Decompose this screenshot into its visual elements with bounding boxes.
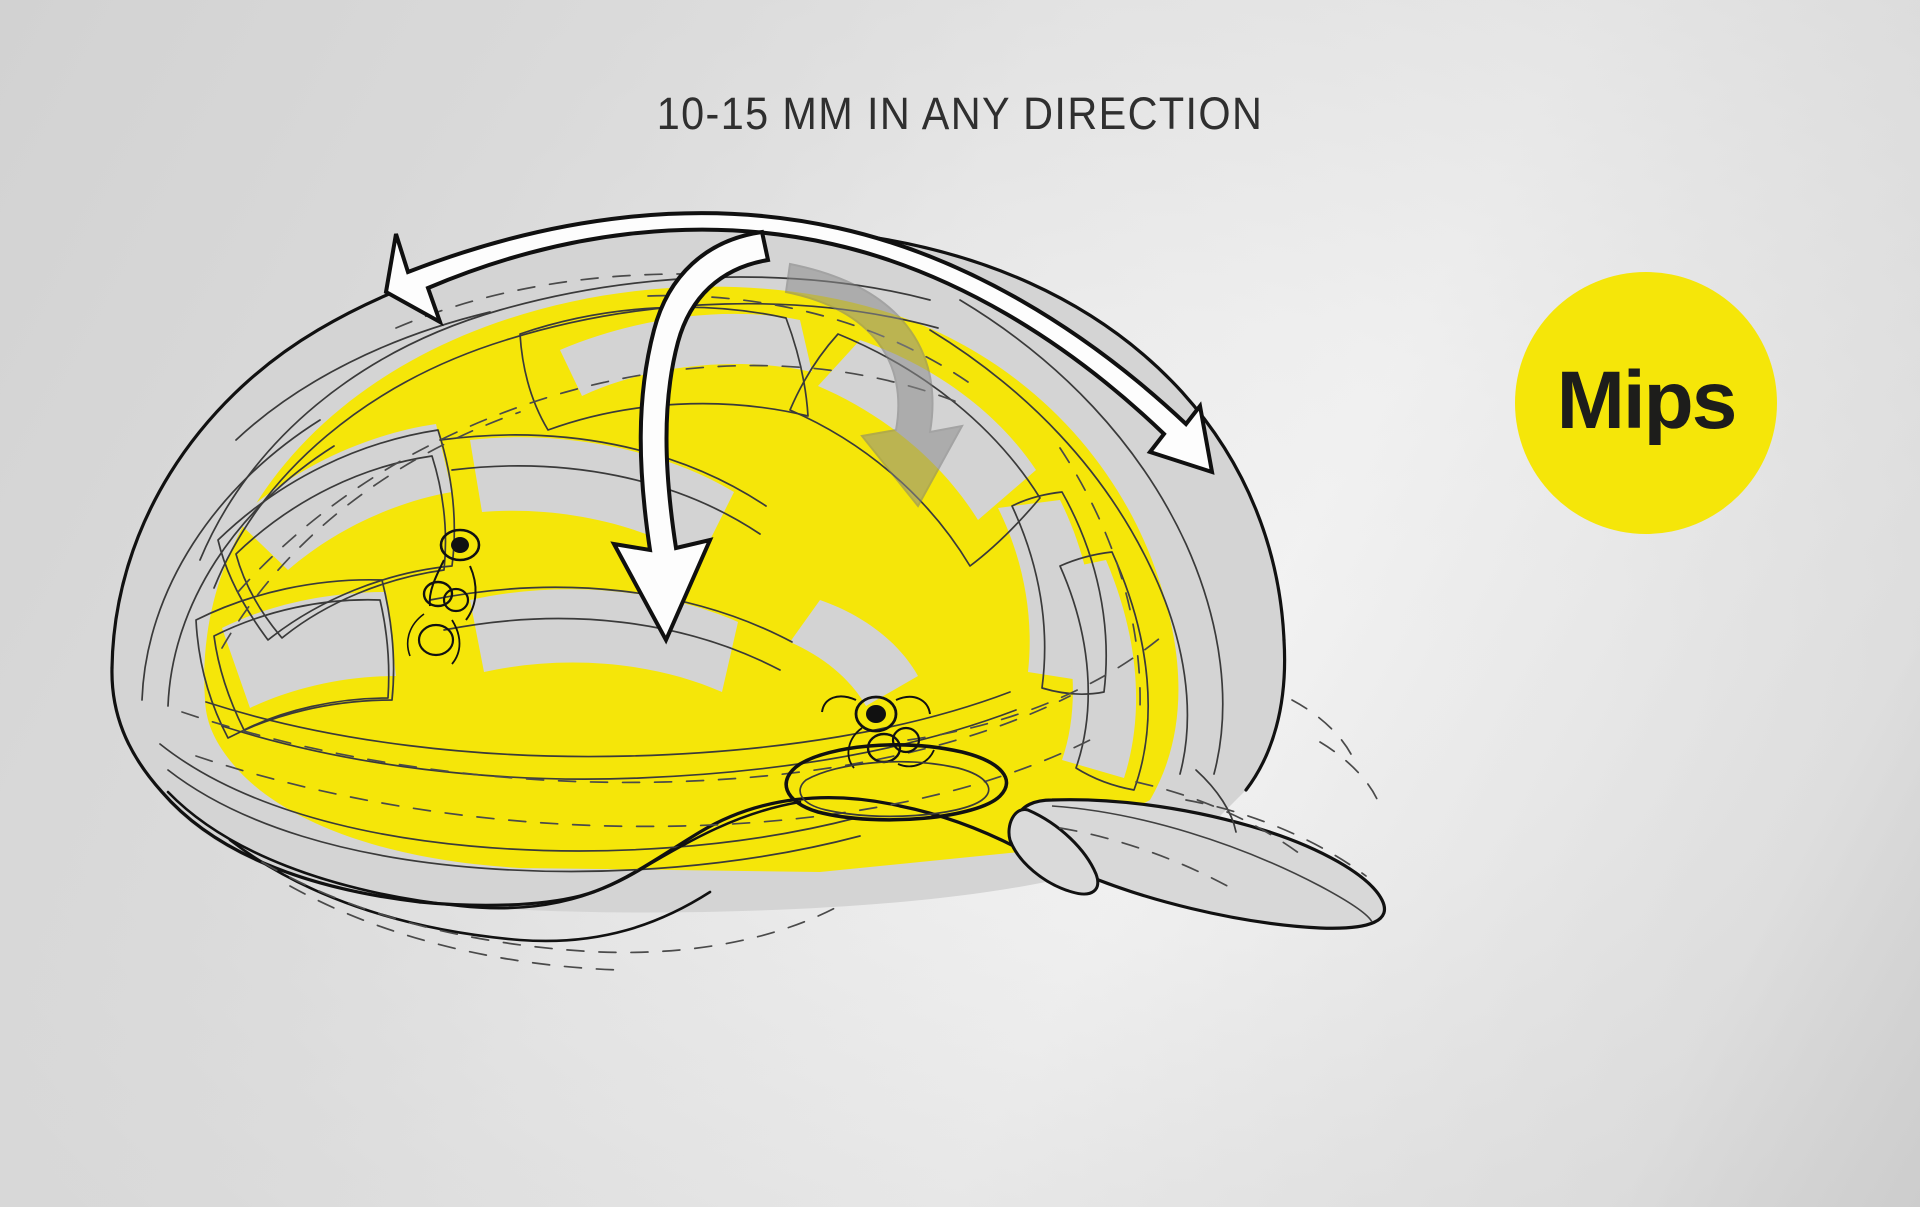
mips-logo-badge: Mips [1515, 272, 1777, 534]
attachment-point-front [406, 528, 481, 665]
page-title: 10-15 MM IN ANY DIRECTION [656, 88, 1264, 139]
ghost-movement-arrow [784, 262, 964, 508]
helmet-detail-lines [141, 276, 1237, 873]
attachment-point-rear [784, 695, 1009, 822]
mips-logo-text: Mips [1556, 355, 1738, 446]
helmet-rear-tab [1007, 808, 1100, 896]
downward-movement-arrow [610, 229, 771, 645]
rotational-movement-arrow [383, 211, 1215, 475]
helmet-hidden-lines [181, 273, 1381, 971]
